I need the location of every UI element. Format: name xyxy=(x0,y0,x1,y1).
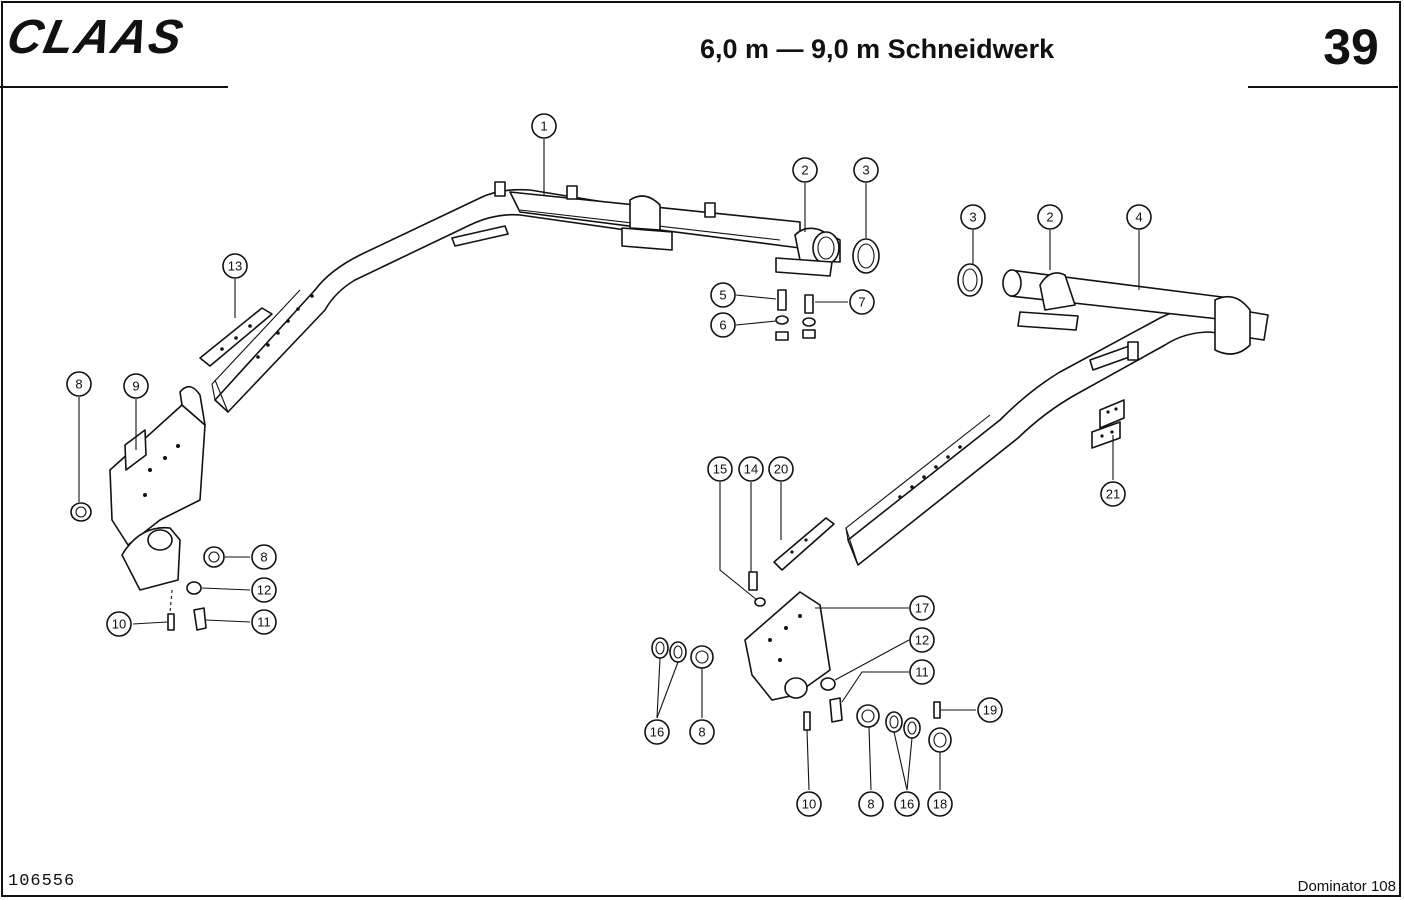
bushing-8-skid xyxy=(203,546,225,568)
skid-bracket-right xyxy=(744,591,831,701)
callout-5: 5 xyxy=(710,282,736,308)
nut-12-right xyxy=(820,677,836,691)
svg-text:19: 19 xyxy=(983,703,997,718)
callout-10-right: 10 xyxy=(796,791,822,817)
seal-ring-right xyxy=(957,263,983,297)
page-number: 39 xyxy=(1323,19,1379,75)
callout-11-right: 11 xyxy=(909,659,935,685)
svg-text:2: 2 xyxy=(801,163,808,178)
bushing-8-center xyxy=(690,645,714,669)
svg-text:4: 4 xyxy=(1135,210,1142,225)
bracket-21 xyxy=(1091,399,1125,449)
svg-text:3: 3 xyxy=(969,210,976,225)
svg-text:10: 10 xyxy=(112,617,126,632)
bolt-11-left xyxy=(193,607,207,631)
callout-8-far-left: 8 xyxy=(66,371,92,397)
callout-19: 19 xyxy=(977,697,1003,723)
svg-text:8: 8 xyxy=(867,797,874,812)
svg-text:7: 7 xyxy=(858,295,865,310)
svg-text:15: 15 xyxy=(713,462,727,477)
svg-text:18: 18 xyxy=(933,797,947,812)
svg-text:2: 2 xyxy=(1046,210,1053,225)
svg-text:9: 9 xyxy=(132,379,139,394)
seal-ring-left xyxy=(852,238,880,274)
callout-9: 9 xyxy=(123,373,149,399)
svg-text:8: 8 xyxy=(698,725,705,740)
bushing-8-right xyxy=(856,704,880,728)
svg-text:12: 12 xyxy=(257,583,271,598)
nut-12-left xyxy=(186,581,202,595)
svg-text:6: 6 xyxy=(719,318,726,333)
callout-8-center: 8 xyxy=(689,719,715,745)
leader-lines xyxy=(78,139,1140,791)
frame-arm-right xyxy=(845,269,1269,566)
plate-20 xyxy=(773,517,835,571)
callout-12-right: 12 xyxy=(909,627,935,653)
callout-8-skid: 8 xyxy=(251,544,277,570)
svg-text:8: 8 xyxy=(260,550,267,565)
model-name: Dominator 108 xyxy=(1297,878,1396,895)
callout-10-left: 10 xyxy=(106,611,132,637)
callout-2-right: 2 xyxy=(1037,204,1063,230)
svg-text:17: 17 xyxy=(915,601,929,616)
svg-text:11: 11 xyxy=(257,615,271,630)
svg-text:11: 11 xyxy=(915,665,929,680)
callout-21: 21 xyxy=(1100,481,1126,507)
callout-1: 1 xyxy=(531,113,557,139)
svg-text:21: 21 xyxy=(1106,487,1120,502)
callout-7: 7 xyxy=(849,289,875,315)
page-title: 6,0 m — 9,0 m Schneidwerk xyxy=(700,34,1055,64)
callout-3-left: 3 xyxy=(853,157,879,183)
callout-14: 14 xyxy=(738,456,764,482)
callout-11-left: 11 xyxy=(251,609,277,635)
svg-text:10: 10 xyxy=(802,797,816,812)
drawing-number: 106556 xyxy=(8,872,76,891)
svg-text:12: 12 xyxy=(915,633,929,648)
bushing-8-left xyxy=(70,502,92,522)
callout-18: 18 xyxy=(927,791,953,817)
washer-15 xyxy=(754,597,766,607)
svg-text:3: 3 xyxy=(862,163,869,178)
header-rule-left xyxy=(0,86,228,88)
callout-17: 17 xyxy=(909,595,935,621)
callout-6: 6 xyxy=(710,312,736,338)
pin-10-left xyxy=(167,613,175,631)
callout-15: 15 xyxy=(707,456,733,482)
pin-19 xyxy=(933,701,941,719)
callout-12-left: 12 xyxy=(251,577,277,603)
callout-3-right: 3 xyxy=(960,204,986,230)
svg-text:20: 20 xyxy=(774,462,788,477)
bolt-14 xyxy=(748,571,758,591)
ring-set-16-left xyxy=(651,637,687,663)
pin-10-right xyxy=(803,711,811,731)
callout-16-right: 16 xyxy=(894,791,920,817)
sleeve-18 xyxy=(928,727,952,753)
frame-arm-left xyxy=(211,181,841,413)
callout-16-left: 16 xyxy=(644,719,670,745)
svg-text:14: 14 xyxy=(744,462,758,477)
svg-text:1: 1 xyxy=(540,119,547,134)
svg-text:5: 5 xyxy=(719,288,726,303)
callout-2-left: 2 xyxy=(792,157,818,183)
svg-text:8: 8 xyxy=(75,377,82,392)
skid-bracket-left xyxy=(109,385,206,591)
callout-4: 4 xyxy=(1126,204,1152,230)
svg-text:13: 13 xyxy=(228,259,242,274)
callout-20: 20 xyxy=(768,456,794,482)
callout-13: 13 xyxy=(222,253,248,279)
svg-text:16: 16 xyxy=(650,725,664,740)
bolt-11-right xyxy=(829,697,843,723)
bolt-set-left xyxy=(775,289,816,341)
callout-8-right: 8 xyxy=(858,791,884,817)
header-rule-right xyxy=(1248,86,1398,88)
ring-set-16-right xyxy=(885,711,921,739)
plate-13 xyxy=(199,307,273,367)
svg-text:16: 16 xyxy=(900,797,914,812)
